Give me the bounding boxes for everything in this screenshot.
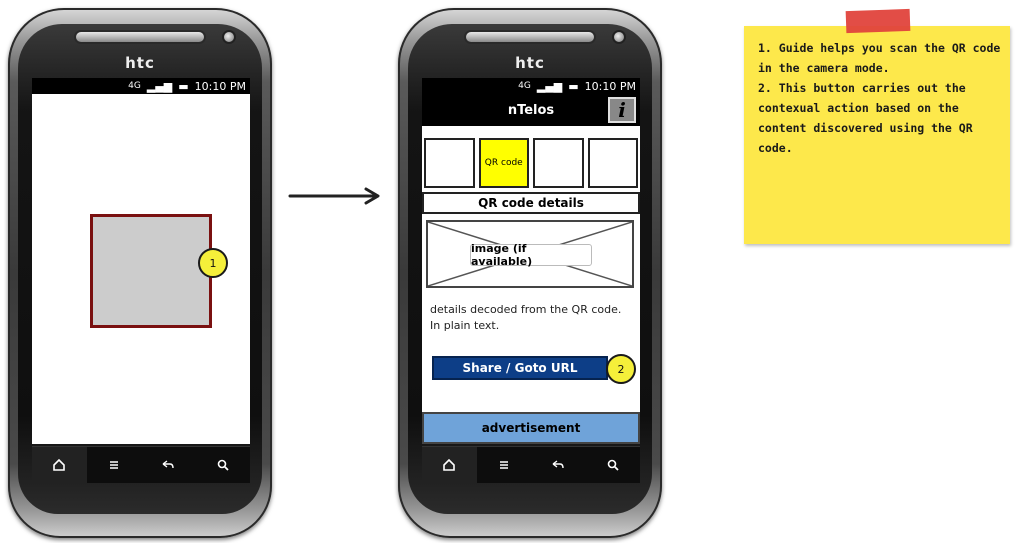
decoded-details-text: details decoded from the QR code. In pla… [430,303,622,332]
nav-bar [32,446,250,483]
home-icon [53,458,66,471]
camera-screen: 1 [32,94,250,444]
nav-search-button[interactable] [586,447,641,483]
annotation-marker-2: 2 [606,354,636,384]
battery-icon: ▬ [568,79,579,93]
note-line-1: 1. Guide helps you scan the QR code in t… [758,41,1001,75]
camera-icon [222,30,236,44]
brand-logo: htc [125,54,155,72]
mode-tile-qr-code[interactable]: QR code [478,138,529,188]
status-time: 10:10 PM [584,79,636,93]
menu-icon [109,461,118,469]
nav-menu-button[interactable] [87,447,142,483]
mode-tiles: QR code [422,138,640,188]
nav-menu-button[interactable] [477,447,532,483]
network-indicator: 4G [128,81,141,91]
nav-search-button[interactable] [196,447,251,483]
back-icon [162,460,174,469]
scan-guide [90,214,212,328]
status-bar: 4G ▂▄▆ ▬ 10:10 PM [422,78,640,94]
tape-strip [845,8,911,34]
nav-bar [422,446,640,483]
info-button[interactable]: i [608,97,636,123]
mode-tile[interactable] [424,138,475,188]
app-title-bar: nTelos i [422,94,640,126]
image-placeholder: image (if available) [426,220,634,288]
flow-arrow-icon [288,187,380,205]
section-heading: QR code details [422,192,640,214]
note-text: 1. Guide helps you scan the QR code in t… [758,38,1002,158]
menu-icon [499,461,508,469]
signal-icon: ▂▄▆ [146,79,173,93]
speaker-grille [74,30,206,44]
speaker-grille [464,30,596,44]
advertisement-banner[interactable]: advertisement [422,412,640,444]
network-indicator: 4G [518,81,531,91]
camera-icon [612,30,626,44]
nav-back-button[interactable] [531,447,586,483]
mode-tile[interactable] [587,138,638,188]
home-icon [443,458,456,471]
sticky-note: 1. Guide helps you scan the QR code in t… [744,26,1010,244]
nav-home-button[interactable] [422,447,477,483]
image-placeholder-label: image (if available) [470,242,592,268]
info-icon: i [618,98,626,122]
share-goto-url-button[interactable]: Share / Goto URL [432,356,608,380]
back-icon [552,460,564,469]
battery-icon: ▬ [178,79,189,93]
nav-back-button[interactable] [141,447,196,483]
status-bar: 4G ▂▄▆ ▬ 10:10 PM [32,78,250,94]
app-title: nTelos [507,102,555,118]
phone-right: htc 4G ▂▄▆ ▬ 10:10 PM nTelos i QR code Q… [398,8,662,538]
brand-logo: htc [515,54,545,72]
search-icon [607,459,619,471]
status-time: 10:10 PM [194,79,246,93]
mode-tile[interactable] [533,138,584,188]
qr-details-screen: nTelos i QR code QR code details image (… [422,94,640,444]
phone-left: htc 4G ▂▄▆ ▬ 10:10 PM 1 [8,8,272,538]
nav-home-button[interactable] [32,447,87,483]
search-icon [217,459,229,471]
note-line-2: 2. This button carries out the contexual… [758,81,973,155]
annotation-marker-1: 1 [198,248,228,278]
signal-icon: ▂▄▆ [536,79,563,93]
